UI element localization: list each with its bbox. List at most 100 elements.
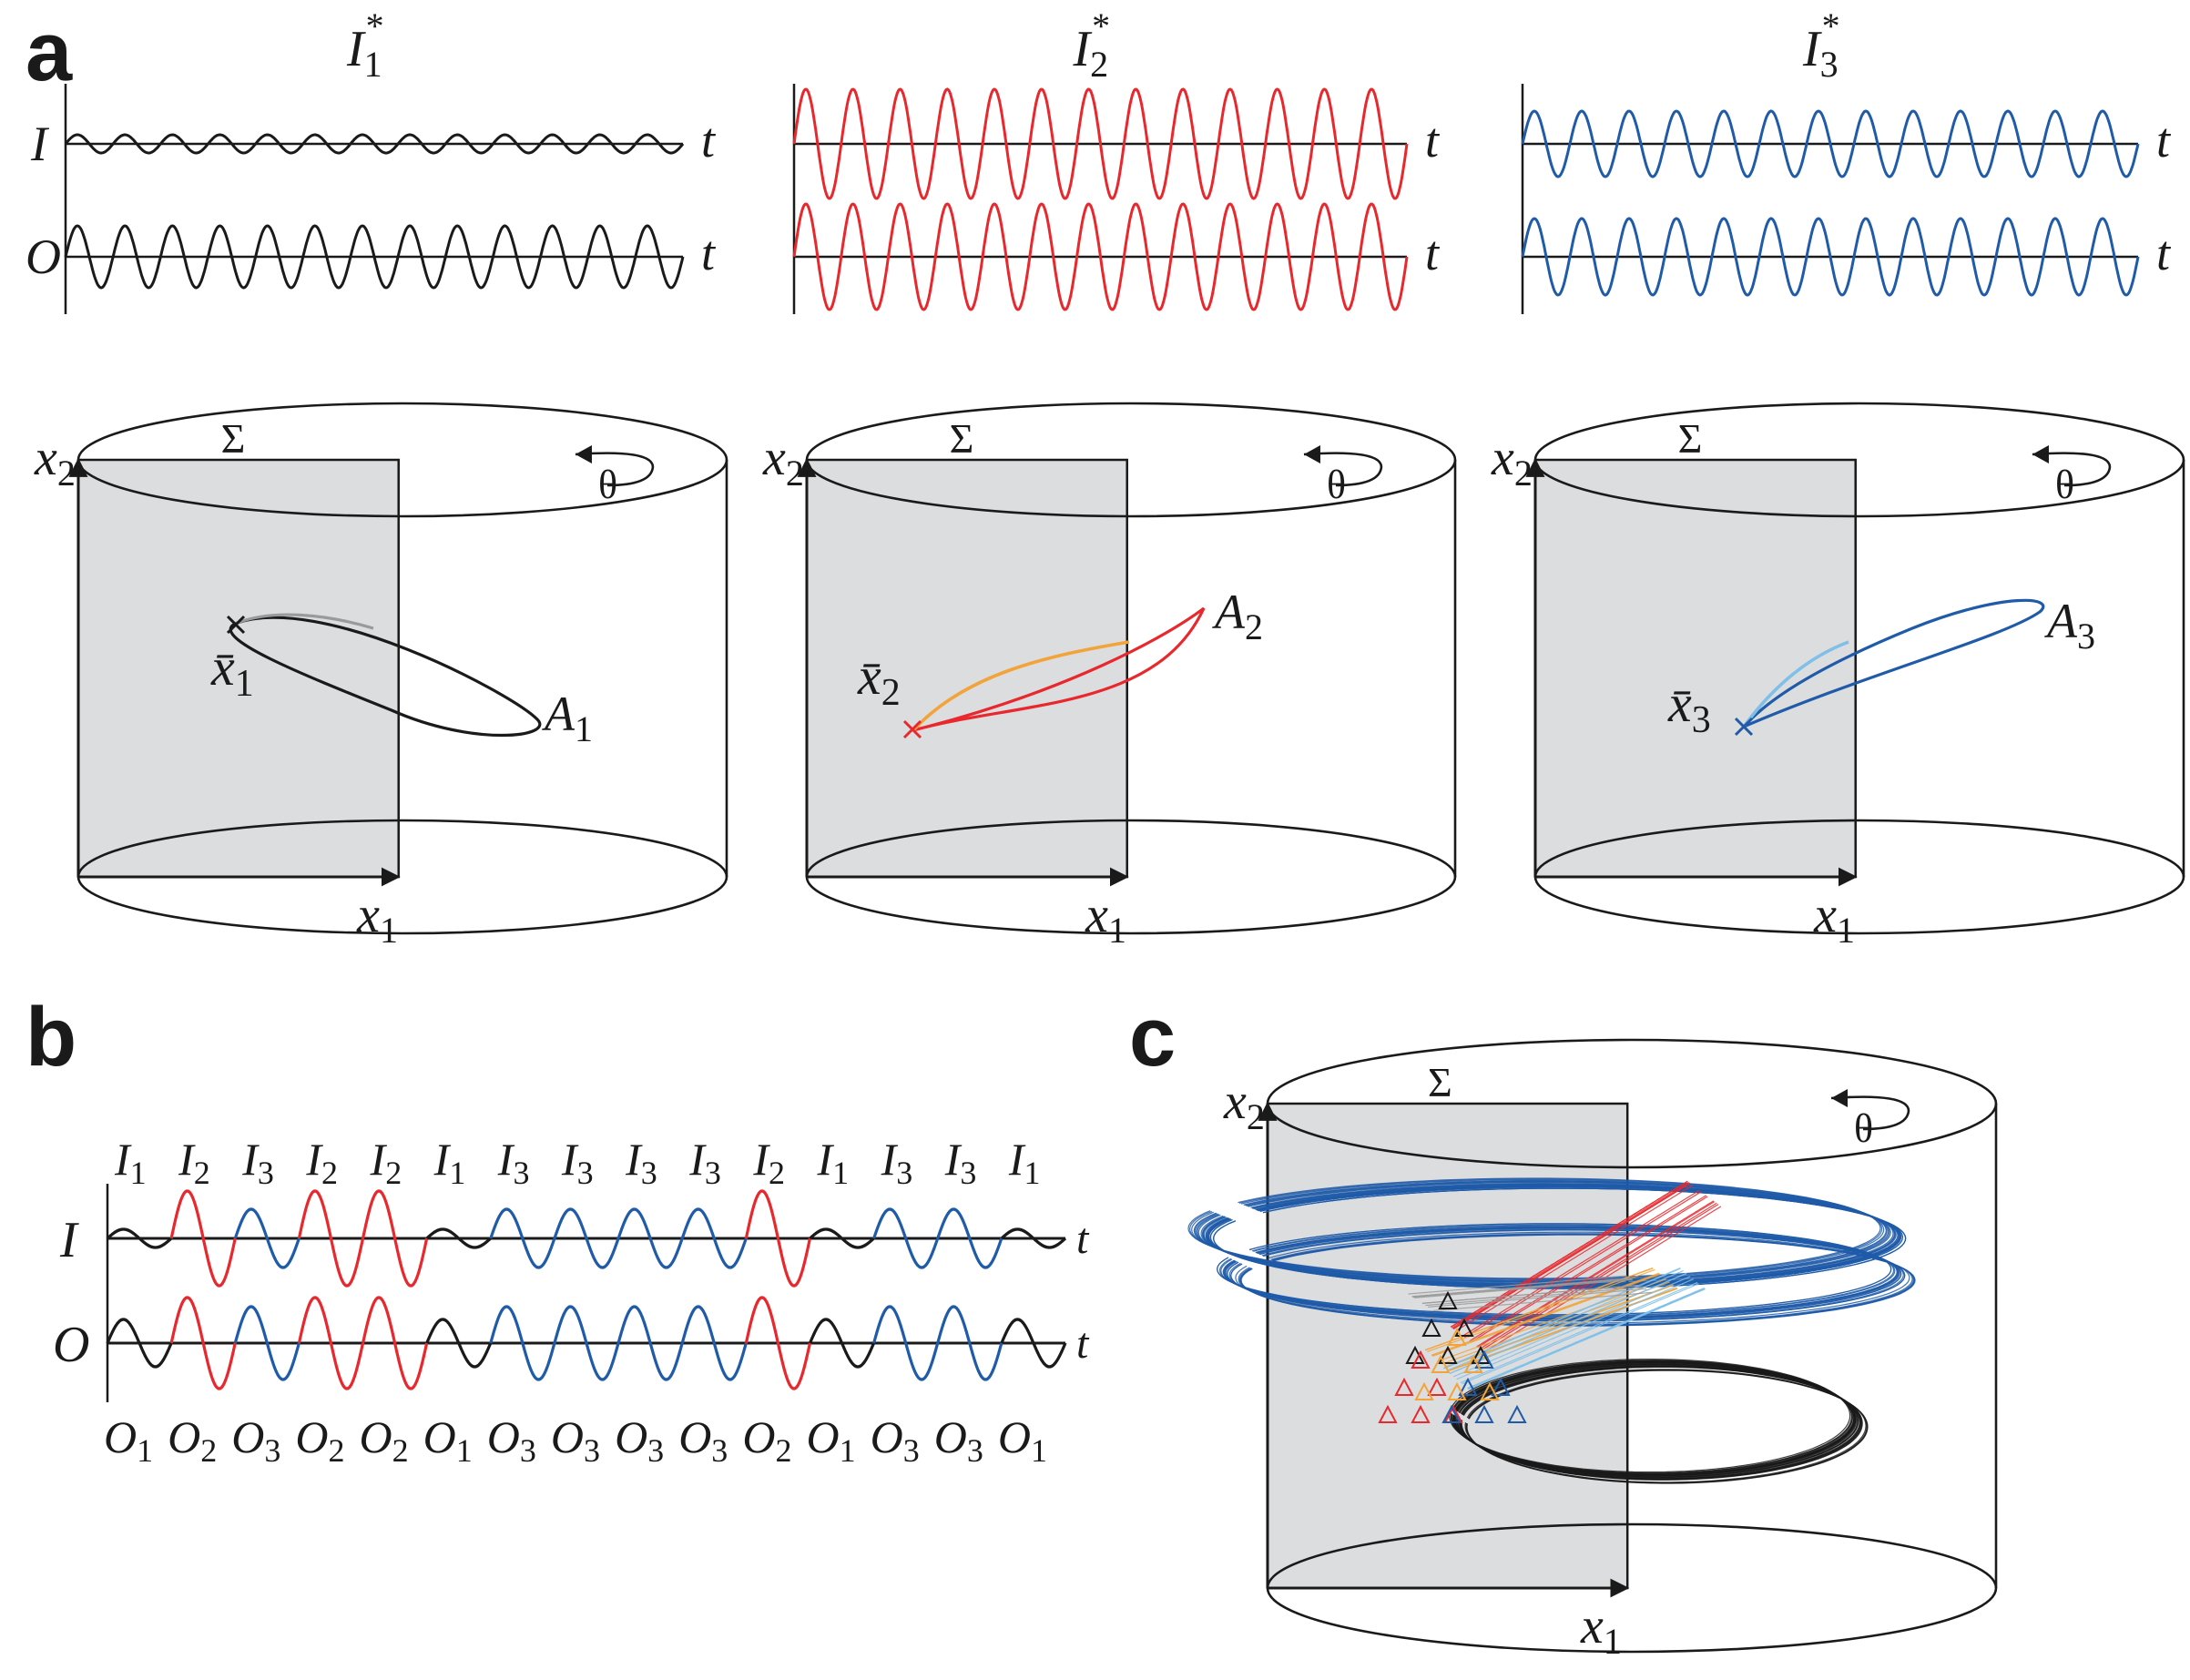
panel-b-output-prefix: O: [806, 1411, 839, 1462]
cyl-a1-x2-label: x2: [34, 430, 76, 494]
panel-b-input-segment-1: [106, 1227, 173, 1249]
panel-b-output-label-11: O2: [742, 1411, 791, 1469]
trajectory-line: [1226, 1227, 1902, 1320]
panel-b-input-segment-13: [872, 1207, 940, 1269]
panel-b-output-prefix: O: [487, 1411, 520, 1462]
trajectory-line: [1203, 1184, 1897, 1286]
cluster-black-triangle: [1454, 1318, 1474, 1337]
column-title-1-sub: 1: [364, 44, 382, 85]
trajectory-line: [1470, 1196, 1708, 1343]
panel-b-input-index: 3: [960, 1155, 976, 1191]
state-marker-3: [1734, 717, 1754, 737]
column-title-1-sup: *: [366, 5, 384, 46]
panel-b-input-prefix: I: [625, 1134, 643, 1185]
panel-label-b: b: [25, 991, 76, 1084]
trajectory-line: [1452, 1360, 1855, 1475]
panel-b-output-segment-3: [233, 1305, 300, 1381]
column-title-3: I3*: [1802, 5, 1840, 85]
panel-b-input-prefix: I: [944, 1134, 963, 1185]
output-wave-3: [1521, 217, 2140, 297]
panel-b-input-segment-12: [809, 1227, 875, 1249]
panel-b-output-index: 3: [711, 1432, 728, 1469]
output-wave-2: [792, 202, 1409, 311]
trajectory-line: [1462, 1283, 1699, 1385]
panel-b-input-index: 2: [321, 1155, 338, 1191]
panel-b-output-index: 3: [903, 1432, 920, 1469]
cyl-c-section-label: Σ: [1428, 1059, 1452, 1105]
trajectory-line: [1453, 1361, 1856, 1476]
panel-b-output-index: 2: [200, 1432, 217, 1469]
cyl-c-x2-label-sub: 2: [1247, 1096, 1265, 1137]
cluster-blue-triangle: [1458, 1377, 1478, 1396]
panel-b-output-segment-6: [425, 1318, 493, 1369]
panel-b-input-prefix: I: [752, 1134, 770, 1185]
attractor-label-2-sub: 2: [1245, 606, 1263, 647]
panel-b-output-label-5: O2: [360, 1411, 409, 1469]
cyl-a1-theta-arrowhead: [575, 445, 592, 463]
panel-b-input-prefix: I: [305, 1134, 323, 1185]
trajectory-line: [1469, 1195, 1707, 1342]
trajectory-line: [1477, 1201, 1716, 1349]
trajectory-line: [1425, 1287, 1645, 1307]
cluster-blue-triangle: [1474, 1349, 1494, 1369]
cyl-c-theta-label: θ: [1854, 1106, 1873, 1151]
cluster-orange: [1414, 1327, 1500, 1400]
time-label-in-1: t: [701, 113, 717, 168]
state-label-2: x̄2: [857, 647, 901, 714]
trajectory-line: [1483, 1206, 1722, 1353]
column-title-3-sup: *: [1822, 5, 1840, 46]
cluster-red-triangle: [1411, 1349, 1431, 1369]
panel-b-input-label-5: I2: [370, 1134, 402, 1191]
state-label-3-sub: 3: [1692, 699, 1711, 741]
trajectory-line: [1466, 1369, 1869, 1484]
time-label-out-2: t: [1425, 226, 1441, 280]
waveform-column-2: I2*tt: [792, 5, 1441, 314]
panel-b-output-prefix: O: [871, 1411, 903, 1462]
panel-b-output-index: 1: [840, 1432, 856, 1469]
trajectory-line: [1481, 1204, 1719, 1351]
state-label-3: x̄3: [1667, 674, 1711, 741]
panel-b-output-prefix: O: [551, 1411, 584, 1462]
cyl-a2-theta-label: θ: [1327, 463, 1346, 507]
panel-b-input-prefix: I: [561, 1134, 579, 1185]
attractor-label-3-base: A: [2044, 594, 2078, 648]
panel-b-input-prefix: I: [688, 1134, 707, 1185]
panel-b-output-index: 2: [392, 1432, 409, 1469]
cluster-blue: [1441, 1349, 1527, 1423]
panel-b-output-prefix: O: [231, 1411, 264, 1462]
attractor-label-1: A1: [542, 687, 593, 749]
state-label-3-base: x̄: [1667, 674, 1692, 733]
panel-b-output-segment-14: [936, 1305, 1003, 1381]
cluster-red-triangle: [1394, 1377, 1414, 1396]
panel-b-input-label-15: I1: [1008, 1134, 1041, 1191]
panel-b-input-prefix: I: [497, 1134, 515, 1185]
panel-b-output-prefix: O: [742, 1411, 775, 1462]
panel-b-input-index: 3: [258, 1155, 274, 1191]
trajectory-line: [1448, 1359, 1851, 1473]
panel-b-input-label-13: I3: [881, 1134, 913, 1191]
trajectory-line: [1456, 1363, 1859, 1478]
panel-b-time-label-in: t: [1076, 1215, 1090, 1263]
panel-b-sequence: ttIOI1O1I2O2I3O3I2O2I2O2I1O1I3O3I3O3I3O3…: [53, 1134, 1090, 1469]
panel-b-output-label-8: O3: [551, 1411, 600, 1469]
panel-b-input-segment-11: [744, 1189, 811, 1288]
trajectory-line: [1462, 1189, 1700, 1337]
cyl-a1-section-plane: [76, 458, 400, 879]
cluster-blue-triangle: [1441, 1404, 1462, 1423]
panel-b-output-index: 3: [520, 1432, 536, 1469]
panel-label-c: c: [1129, 991, 1176, 1084]
trajectory-line: [1451, 1359, 1853, 1474]
panel-b-output-index: 3: [584, 1432, 600, 1469]
cyl-a2-x1-label: x1: [1085, 887, 1126, 951]
panel-b-input-label-6: I1: [433, 1134, 466, 1191]
attractor-orbit-3: [1742, 598, 2045, 728]
trajectory-line: [1209, 1186, 1903, 1288]
panel-b-output-label-15: O1: [998, 1411, 1047, 1469]
panel-b-time-label-out: t: [1076, 1319, 1090, 1368]
panel-b-input-label-9: I3: [625, 1134, 657, 1191]
panel-b-input-label-8: I3: [561, 1134, 594, 1191]
panel-b-input-label-7: I3: [497, 1134, 530, 1191]
